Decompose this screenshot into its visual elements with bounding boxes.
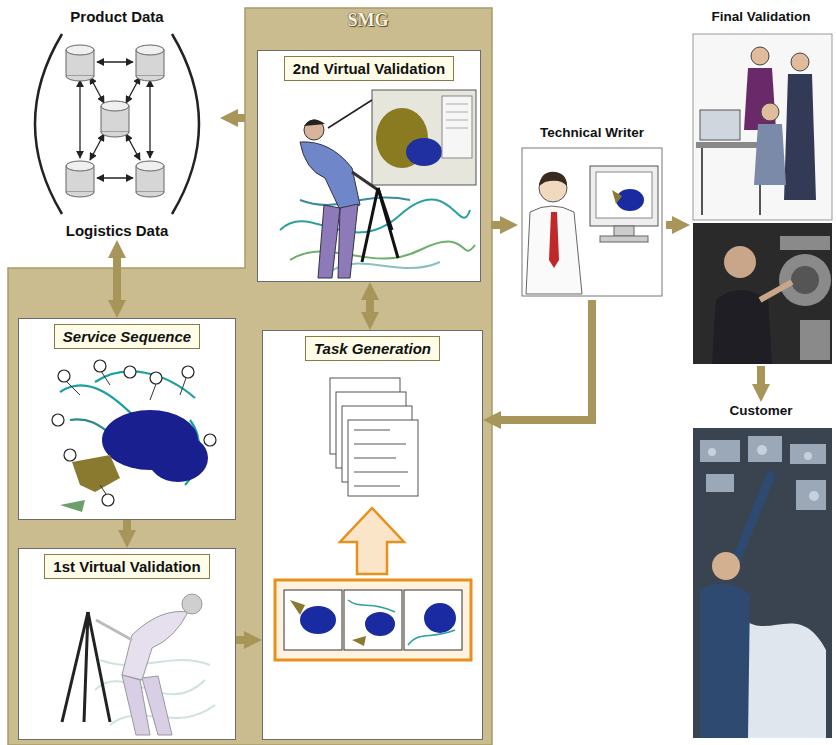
heading: Logistics Data <box>66 222 169 240</box>
task-generation-figure <box>275 378 471 660</box>
final-validation-photos <box>693 34 832 364</box>
panel-title: SMG <box>245 10 491 31</box>
vr-validation-figure <box>62 594 215 735</box>
service-sequence-figure <box>52 360 216 512</box>
panel-fill <box>18 548 236 740</box>
flow-arrow <box>238 114 245 122</box>
database-cluster <box>35 34 199 214</box>
panel-label: 2nd Virtual Validation <box>284 56 454 81</box>
flow-arrow <box>123 520 131 530</box>
smg-region <box>8 8 492 745</box>
flow-arrow <box>666 221 672 229</box>
panel-label: Service Sequence <box>54 324 200 349</box>
flow-arrow <box>757 366 765 384</box>
flow-arrow <box>113 258 121 300</box>
validation-panel: 1st Virtual Validation <box>18 548 236 740</box>
validation-photos: Final Validation <box>690 8 832 366</box>
vr-validation-figure <box>280 90 476 278</box>
writer-figure: Technical Writer <box>518 124 666 300</box>
task-panel: Task Generation <box>262 330 483 740</box>
heading: Final Validation <box>690 8 832 26</box>
flow-arrow <box>366 300 374 312</box>
panel-fill <box>257 50 481 282</box>
validation-panel: 2nd Virtual Validation <box>257 50 481 282</box>
flow-arrow <box>491 221 500 229</box>
sequence-panel: Service Sequence <box>18 318 236 520</box>
smg-panel: SMG 2nd Virtual Validation <box>245 8 491 300</box>
customer-photo <box>693 428 832 738</box>
panel-label: Task Generation <box>305 336 440 361</box>
technical-writer-figure <box>522 148 662 296</box>
flow-arrow <box>501 300 592 420</box>
panel-label: 1st Virtual Validation <box>44 554 209 579</box>
heading: Customer <box>690 402 832 420</box>
heading: Technical Writer <box>518 124 666 142</box>
customer-photo: Customer <box>690 402 832 738</box>
flow-arrow <box>236 636 244 644</box>
database-group: Product DataLogistics Data <box>14 8 220 240</box>
heading: Product Data <box>70 8 163 26</box>
panel-fill <box>18 318 236 520</box>
panel-fill <box>262 330 483 740</box>
